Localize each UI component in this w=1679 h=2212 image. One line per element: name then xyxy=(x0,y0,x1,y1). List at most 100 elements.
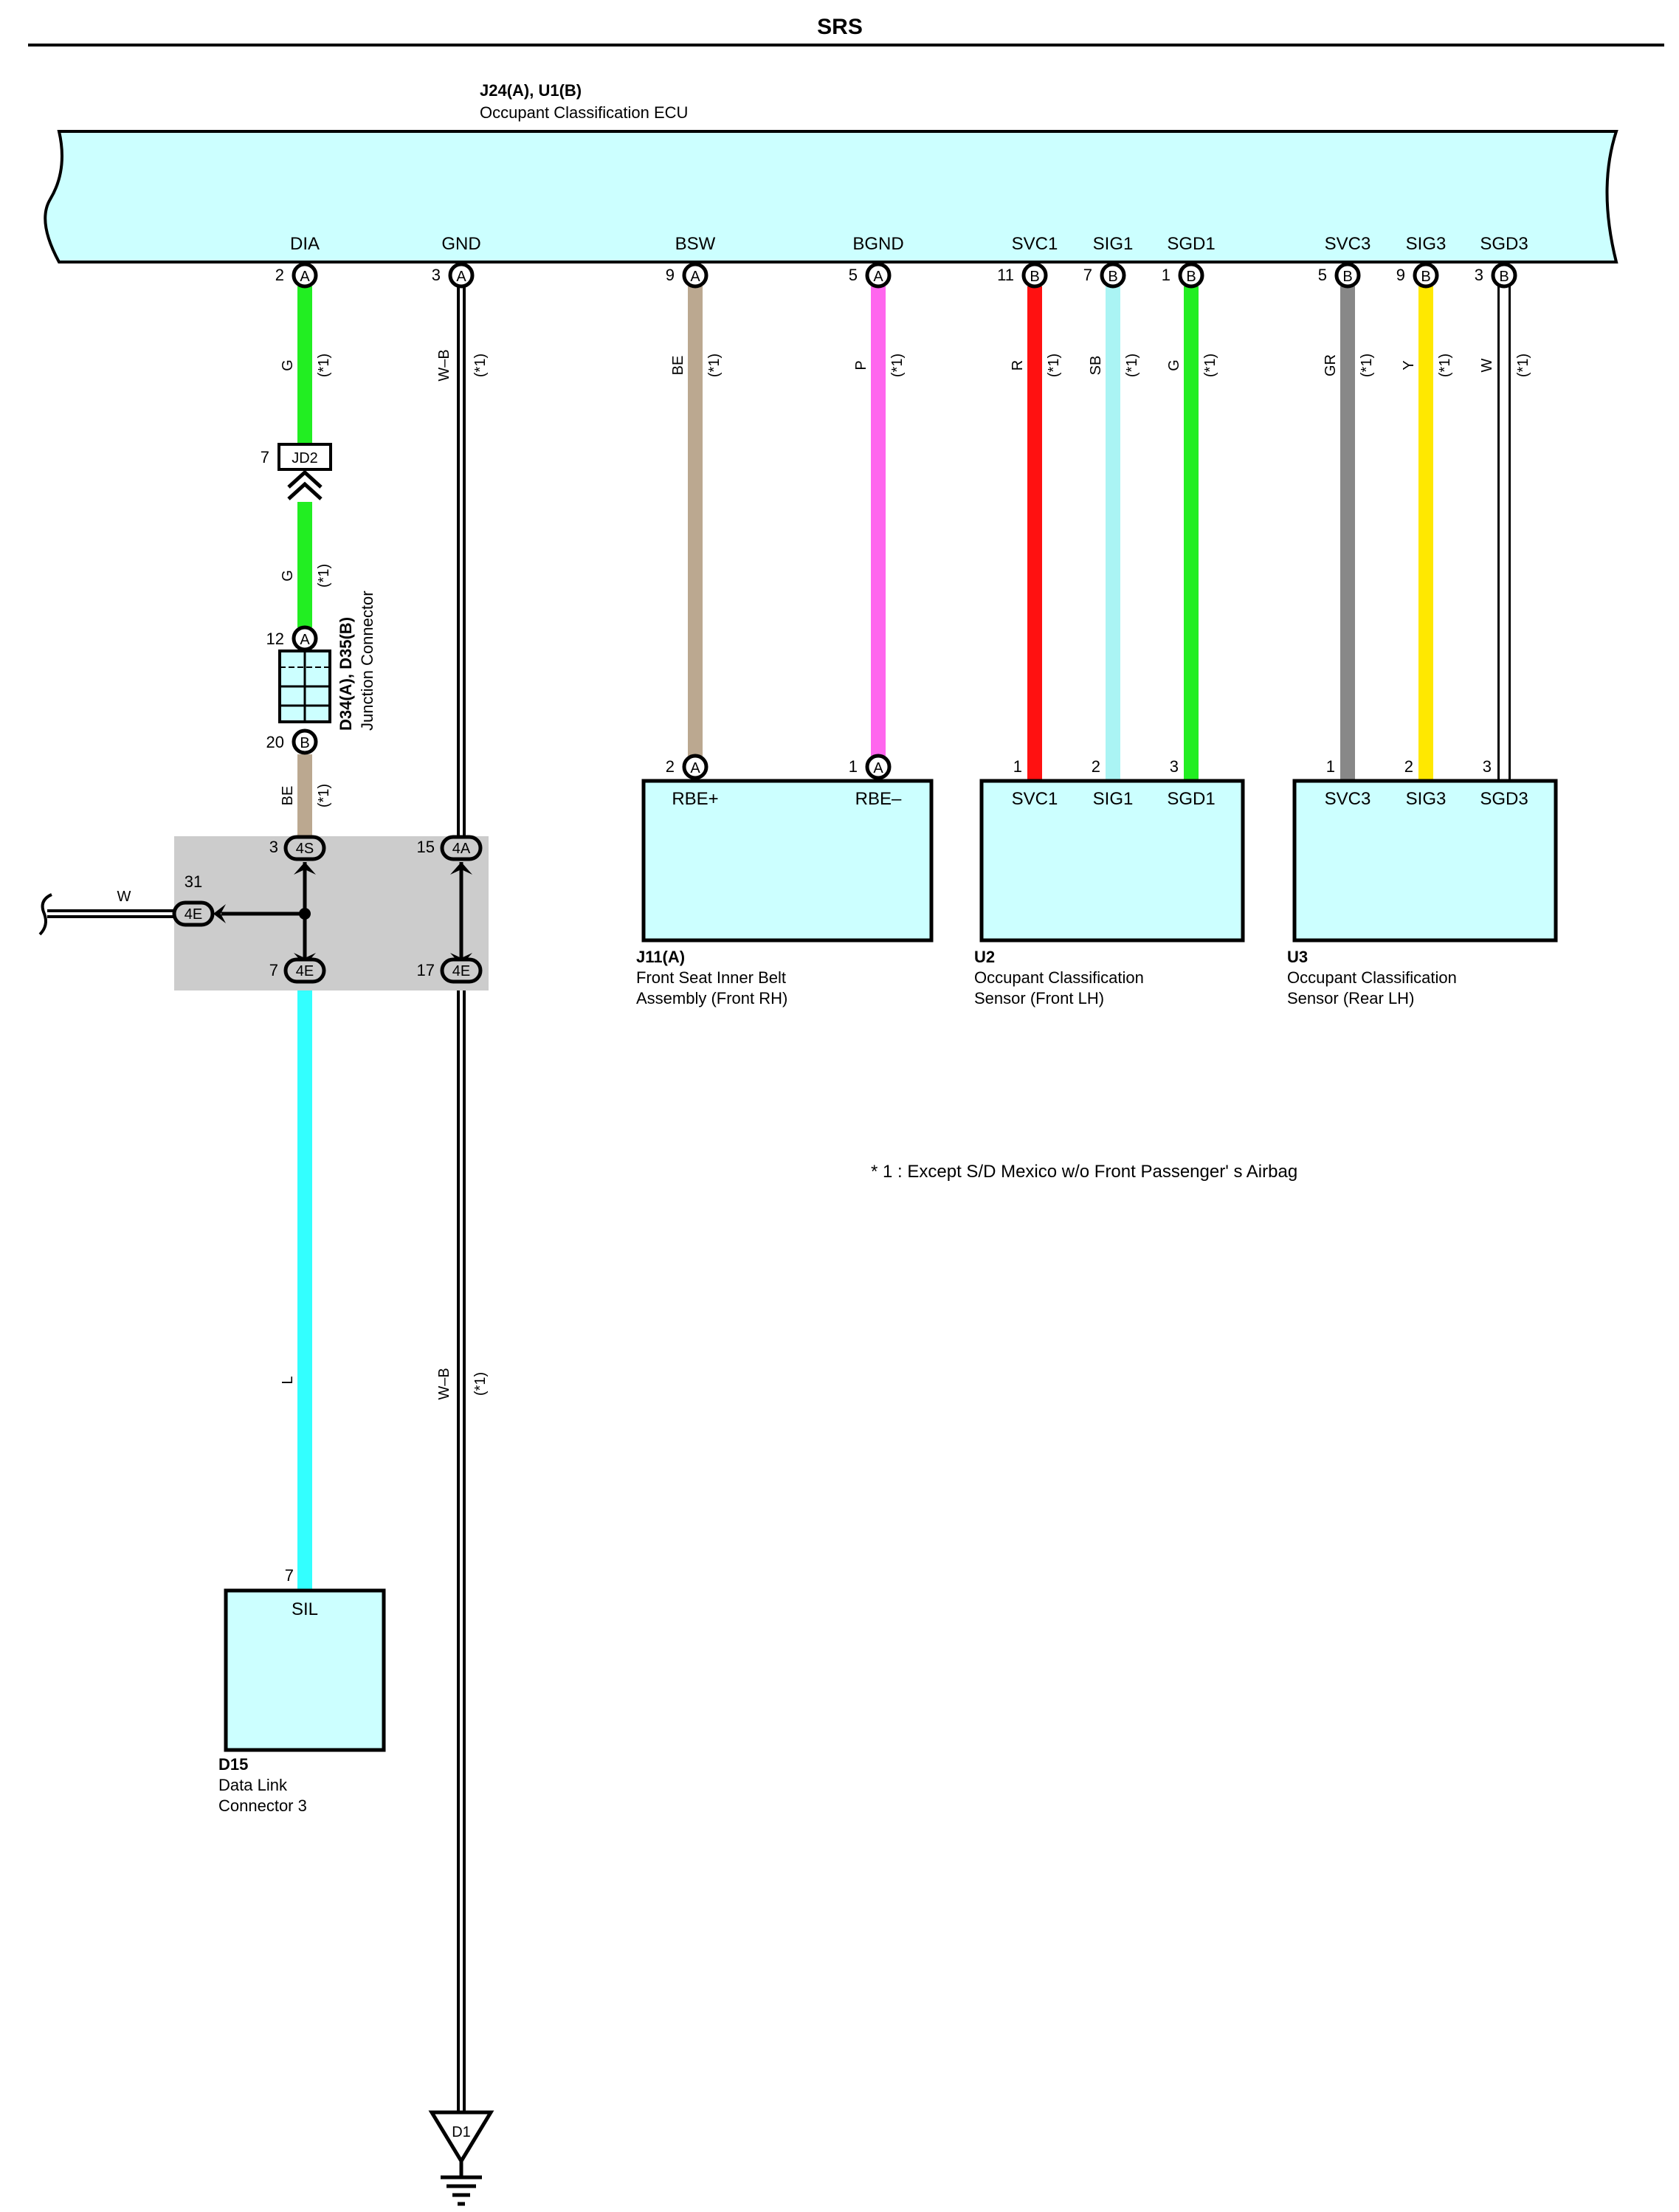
ecu-pin-num-sig3: 9 xyxy=(1396,266,1405,284)
j11-pin1-badge xyxy=(682,754,709,780)
ecu-pin-label-sig1: SIG1 xyxy=(1093,234,1134,254)
pin-4a-label: 4A xyxy=(452,841,471,857)
wire-labels: G (*1) W–B (*1) BE (*1) P (*1) R (*1) SB… xyxy=(280,349,1531,1399)
j11-pin1-num: 2 xyxy=(666,757,675,776)
ecu-pin-conn-sig3: B xyxy=(1421,269,1430,285)
j11-pin2-badge xyxy=(865,754,892,780)
w-wire-label: W xyxy=(117,889,131,905)
ecu-pin-label-svc3: SVC3 xyxy=(1325,234,1371,254)
ecu-pin-conn-gnd: A xyxy=(456,269,466,285)
u3-pin2-num: 2 xyxy=(1404,757,1413,776)
u2-pin2-label: SIG1 xyxy=(1093,789,1134,809)
arrow-up-icon xyxy=(294,862,316,875)
pin-4a-badge xyxy=(440,835,483,861)
ecu-pin-conn-bgnd: A xyxy=(873,269,883,285)
ecu-pin-num-gnd: 3 xyxy=(432,266,441,284)
j11-pin1-conn: A xyxy=(690,760,700,776)
ecu-pin-num-svc3: 5 xyxy=(1318,266,1327,284)
d15-body xyxy=(224,1588,386,1752)
ecu-pin-label-bsw: BSW xyxy=(675,234,716,254)
u3-body xyxy=(1292,779,1558,943)
j11-name2: Assembly (Front RH) xyxy=(636,989,787,1007)
u2-name1: Occupant Classification xyxy=(974,968,1144,987)
ecu-pin-bsw-badge xyxy=(682,262,709,289)
ecu-pin-num-sig1: 7 xyxy=(1083,266,1092,284)
wire-label-gnd-lower: W–B xyxy=(436,1368,452,1399)
u3-pin2-label: SIG3 xyxy=(1406,789,1447,809)
u3-code: U3 xyxy=(1287,948,1308,966)
wire-label-dia-2: G xyxy=(280,570,296,582)
pin-4e-31-label: 4E xyxy=(185,906,202,923)
junction-bottom-num: 20 xyxy=(266,733,284,751)
ecu-pin-sig1-badge xyxy=(1100,262,1126,289)
ecu-name: Occupant Classification ECU xyxy=(480,103,688,122)
wire-note-gnd: (*1) xyxy=(472,354,489,377)
ecu-pin-sig3-badge xyxy=(1413,262,1439,289)
pin-4e-7-num: 7 xyxy=(269,961,278,979)
u2-pin2-num: 2 xyxy=(1092,757,1100,776)
ecu-pin-bgnd-badge xyxy=(865,262,892,289)
ecu-pin-label-svc1: SVC1 xyxy=(1012,234,1058,254)
u2-code: U2 xyxy=(974,948,995,966)
u2-pin3-num: 3 xyxy=(1170,757,1179,776)
ecu-pin-svc1-badge xyxy=(1021,262,1048,289)
wire-note-dia-be: (*1) xyxy=(316,784,332,807)
pin-4e-17-badge xyxy=(440,957,483,984)
u3-pin1-num: 1 xyxy=(1326,757,1335,776)
d15-pin-label: SIL xyxy=(292,1599,318,1619)
jd2-pin-num: 7 xyxy=(261,448,269,466)
u2-body xyxy=(979,779,1245,943)
j11-pin1-label: RBE+ xyxy=(672,789,718,809)
wire-note-sgd1: (*1) xyxy=(1202,354,1218,377)
pin-4e-31-num: 31 xyxy=(185,872,202,891)
u2-name2: Sensor (Front LH) xyxy=(974,989,1104,1007)
arrow-up-icon-gnd xyxy=(450,862,472,875)
footnote: * 1 : Except S/D Mexico w/o Front Passen… xyxy=(871,1162,1297,1182)
u2-pin1-num: 1 xyxy=(1013,757,1022,776)
j11-body xyxy=(641,779,934,943)
d15-code: D15 xyxy=(218,1755,248,1774)
ecu-pins: 2 A 3 A 9 A 5 A 11 B 7 B 1 B 5 B 9 B 3 B xyxy=(275,262,1517,289)
ecu-pin-conn-sgd1: B xyxy=(1186,269,1196,285)
pin-4e-31-badge xyxy=(172,900,215,927)
jd2-chevron-icon xyxy=(287,469,323,489)
ecu-code: J24(A), U1(B) xyxy=(480,81,582,100)
u3-pin3-label: SGD3 xyxy=(1480,789,1528,809)
junction-connector-d34-d35: 12 A 20 B D34(A), D35(B) Junction Connec… xyxy=(266,590,376,755)
jd2-box xyxy=(277,443,332,471)
ecu-pin-num-sgd1: 1 xyxy=(1162,266,1171,284)
ecu-pin-conn-bsw: A xyxy=(690,269,700,285)
wire-label-bsw: BE xyxy=(670,356,686,376)
wire-note-sig3: (*1) xyxy=(1437,354,1453,377)
wire-label-dia-be: BE xyxy=(280,786,296,806)
jd2-chevron-icon-2 xyxy=(287,481,323,500)
wire-label-sig3: Y xyxy=(1401,360,1417,370)
d15-name2: Connector 3 xyxy=(218,1796,307,1815)
j11-pin2-num: 1 xyxy=(849,757,858,776)
wire-label-sgd1: G xyxy=(1166,359,1182,371)
u2-pin1-label: SVC1 xyxy=(1012,789,1058,809)
ecu-pin-conn-dia: A xyxy=(300,269,310,285)
wire-note-dia-2: (*1) xyxy=(316,564,332,588)
component-d15: 7 SIL D15 Data Link Connector 3 xyxy=(218,1566,386,1815)
wire-label-bgnd: P xyxy=(853,360,869,370)
wire-note-sig1: (*1) xyxy=(1124,354,1140,377)
j11-name1: Front Seat Inner Belt xyxy=(636,968,786,987)
ecu-pin-conn-svc1: B xyxy=(1030,269,1039,285)
jd2-label: JD2 xyxy=(292,450,318,466)
ecu-body xyxy=(44,130,1618,263)
ecu-pin-dia-badge xyxy=(292,262,318,289)
arrow-left-icon xyxy=(213,904,226,923)
junction-name: Junction Connector xyxy=(358,590,376,731)
pin-4e-7-label: 4E xyxy=(296,963,314,979)
ecu-pin-num-dia: 2 xyxy=(275,266,284,284)
wire-label-sil: L xyxy=(280,1376,296,1384)
wire-label-sgd3: W xyxy=(1479,358,1495,372)
w-wire-break-icon xyxy=(38,893,52,936)
component-j11: 2 A 1 A RBE+ RBE– J11(A) Front Seat Inne… xyxy=(636,754,934,1007)
jd2-connector: 7 JD2 xyxy=(261,443,332,500)
pin-4a-num: 15 xyxy=(417,838,435,856)
wire-note-bsw: (*1) xyxy=(706,354,723,377)
u2-pin3-label: SGD1 xyxy=(1167,789,1215,809)
